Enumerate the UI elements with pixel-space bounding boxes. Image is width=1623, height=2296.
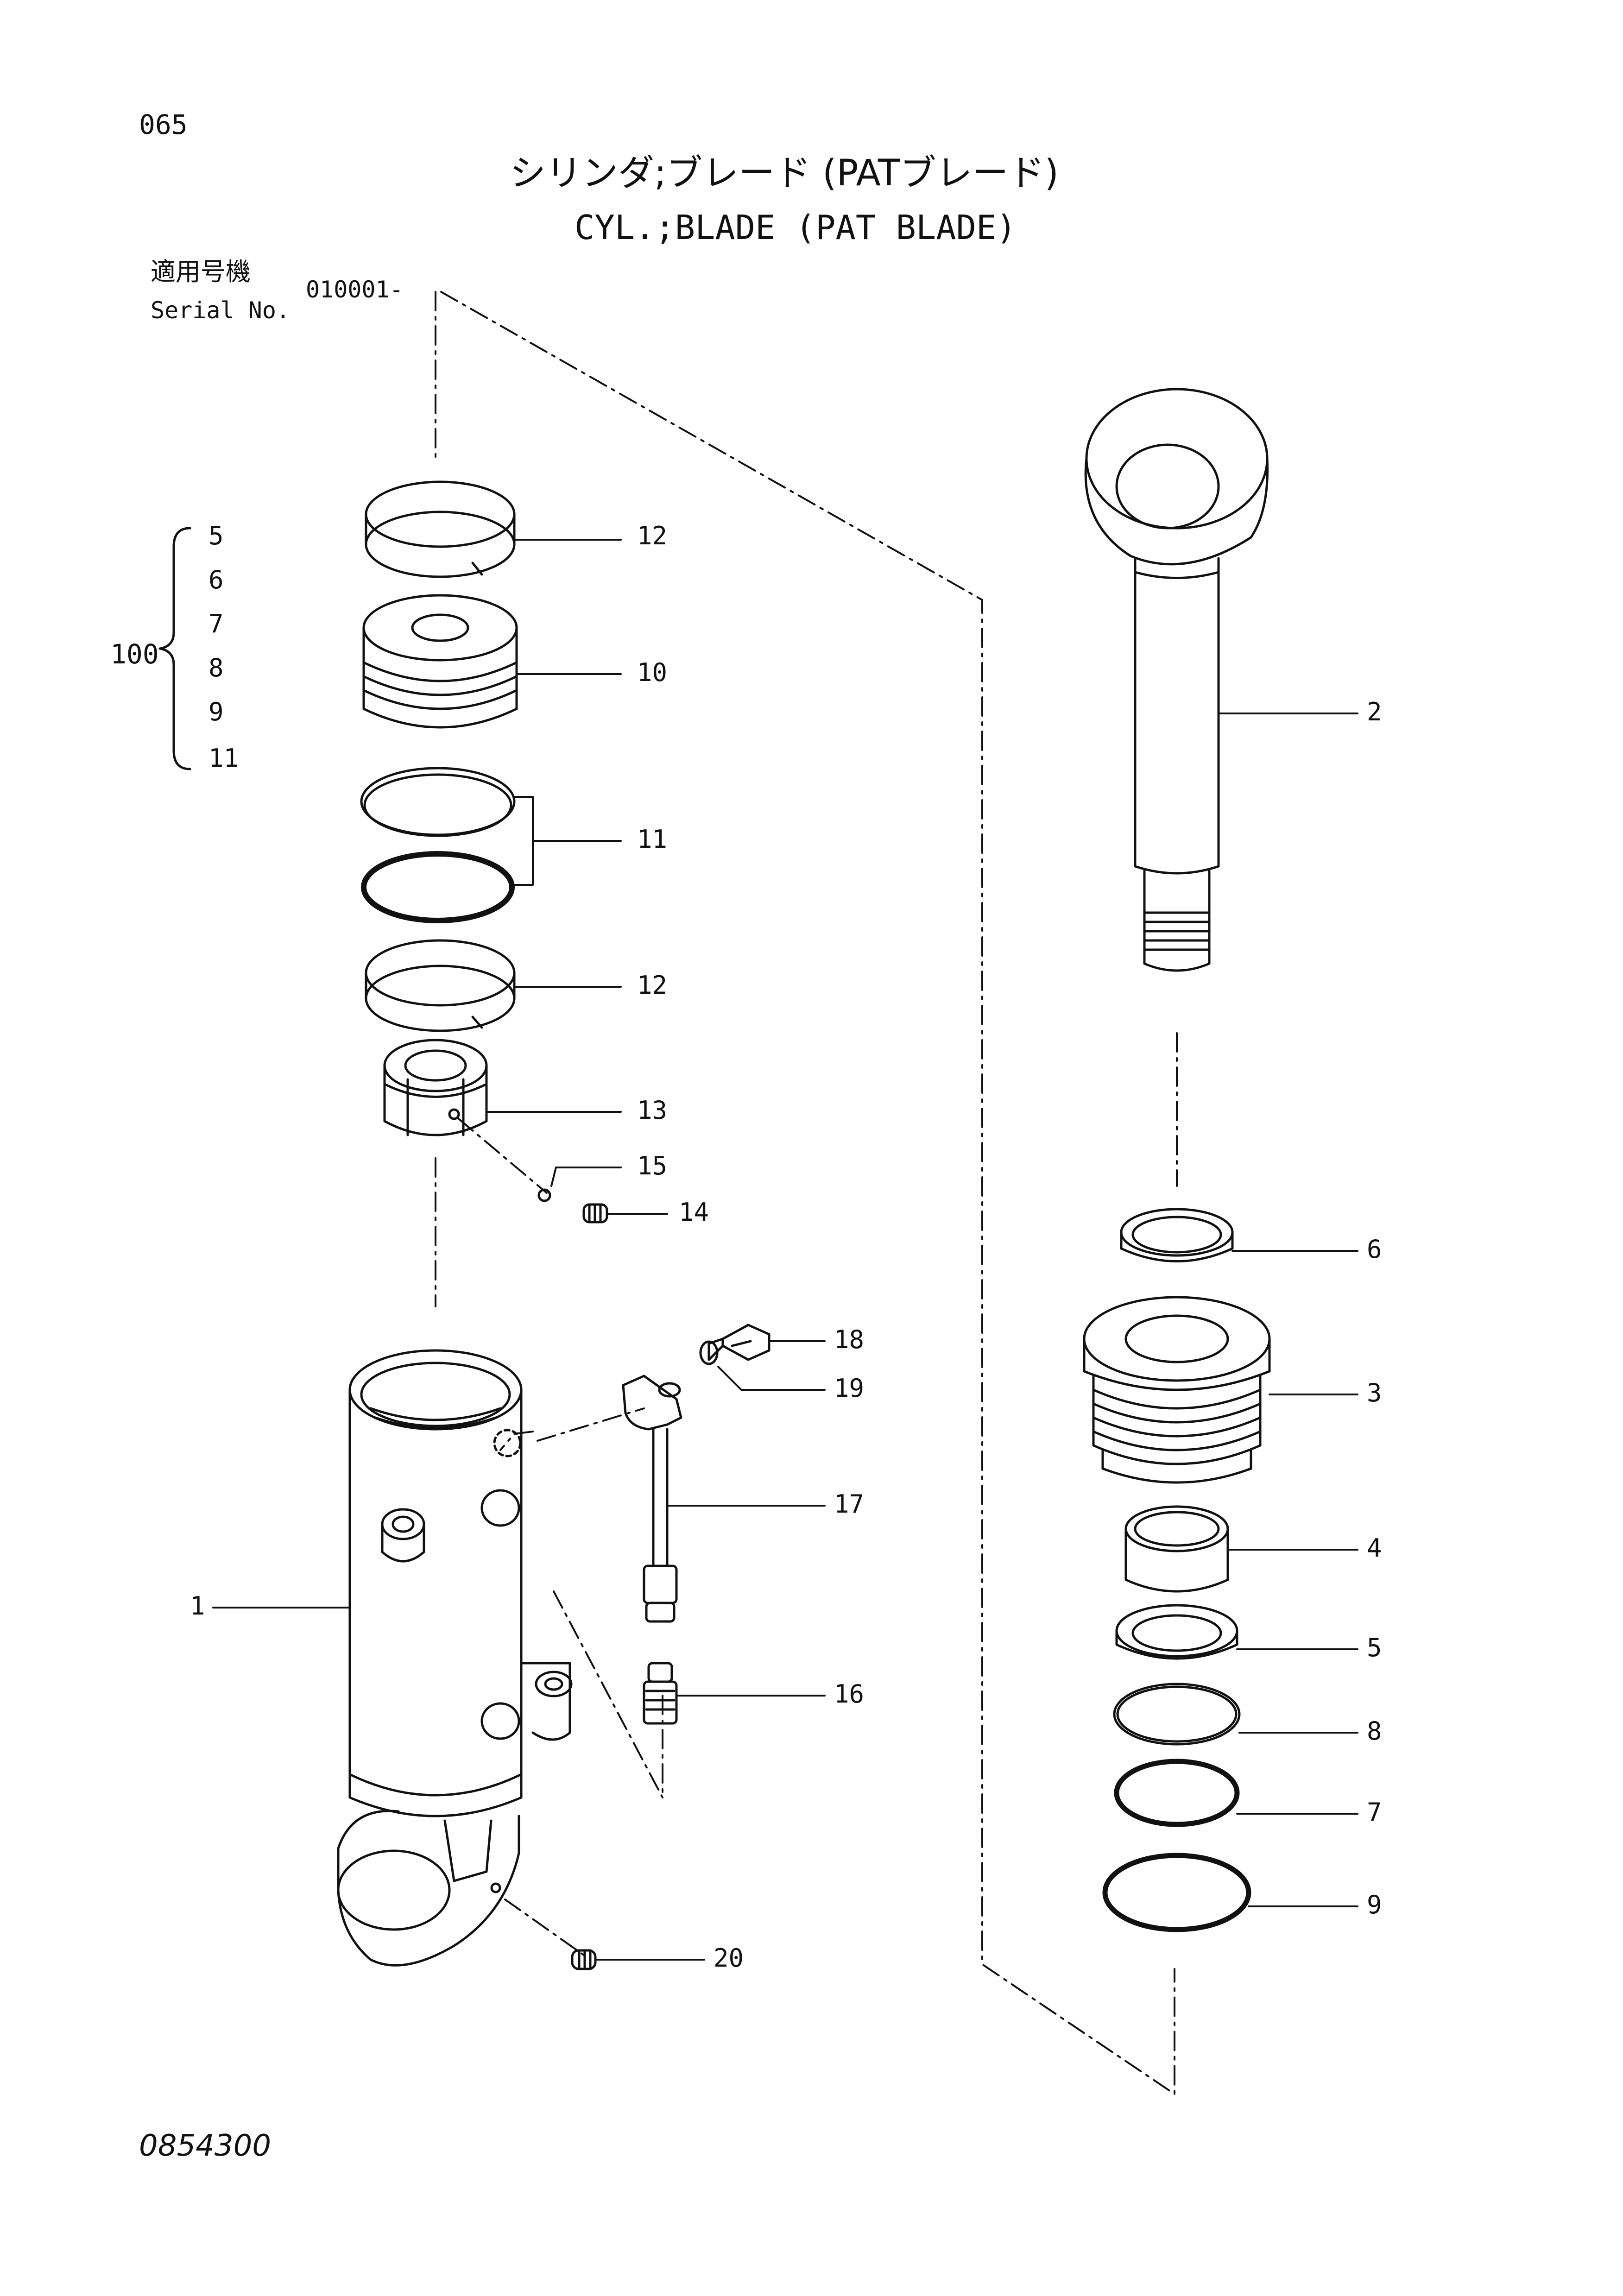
pipe-17 bbox=[622, 1375, 682, 1623]
callout-5: 5 bbox=[1367, 1633, 1382, 1662]
title-japanese: シリンダ;ブレード (PATブレード) bbox=[510, 152, 1059, 194]
kit-item: 5 bbox=[208, 521, 224, 550]
callout-12: 12 bbox=[637, 971, 668, 1000]
seal-ring-11-thin bbox=[360, 767, 516, 837]
piston-rod-2 bbox=[1084, 388, 1269, 972]
steel-ball-15 bbox=[537, 1188, 551, 1202]
seal-5 bbox=[1115, 1604, 1238, 1660]
kit-number: 100 bbox=[110, 638, 159, 670]
callout-1: 1 bbox=[190, 1591, 205, 1621]
callout-14: 14 bbox=[679, 1198, 709, 1227]
page-number: 065 bbox=[139, 109, 188, 140]
callout-3: 3 bbox=[1367, 1378, 1382, 1407]
callout-17: 17 bbox=[834, 1489, 865, 1519]
kit-item: 9 bbox=[208, 697, 224, 726]
wear-ring-12-top bbox=[365, 480, 516, 578]
wear-ring-12-bottom bbox=[365, 939, 516, 1032]
kit-item: 7 bbox=[208, 609, 224, 638]
kit-item: 8 bbox=[208, 653, 224, 682]
kit-brace bbox=[158, 527, 191, 770]
kit-item: 11 bbox=[208, 744, 239, 773]
serial-value: 010001- bbox=[306, 276, 404, 303]
callout-13: 13 bbox=[637, 1096, 668, 1125]
washer-19 bbox=[699, 1340, 719, 1365]
bolt-18 bbox=[707, 1324, 770, 1361]
cylinder-tube-1 bbox=[348, 1349, 573, 1817]
bushing-4 bbox=[1124, 1505, 1229, 1593]
callout-2: 2 bbox=[1367, 697, 1382, 726]
callout-11: 11 bbox=[637, 825, 668, 854]
cylinder-head-3 bbox=[1083, 1296, 1271, 1484]
leader-lines bbox=[212, 539, 1358, 1961]
serial-label-japanese: 適用号機 bbox=[151, 257, 251, 286]
drawing-number: 0854300 bbox=[139, 2129, 272, 2163]
assembly-lines bbox=[435, 291, 1178, 2095]
callout-15: 15 bbox=[637, 1151, 668, 1180]
fitting-16 bbox=[643, 1662, 678, 1725]
callout-4: 4 bbox=[1367, 1533, 1382, 1563]
serial-label-english: Serial No. bbox=[151, 297, 290, 324]
plug-20 bbox=[571, 1949, 597, 1970]
callout-18: 18 bbox=[834, 1325, 865, 1354]
o-ring-7 bbox=[1114, 1759, 1240, 1827]
seal-ring-11-thick bbox=[361, 851, 515, 923]
seal-6 bbox=[1120, 1208, 1234, 1262]
cylinder-eye bbox=[337, 1810, 520, 1967]
callout-12: 12 bbox=[637, 521, 668, 550]
nut-13 bbox=[383, 1039, 488, 1136]
backup-ring-9 bbox=[1102, 1853, 1251, 1932]
callout-16: 16 bbox=[834, 1679, 865, 1709]
title-english: CYL.;BLADE (PAT BLADE) bbox=[575, 208, 1017, 247]
ring-8 bbox=[1113, 1683, 1241, 1746]
piston-10 bbox=[362, 594, 518, 729]
callout-7: 7 bbox=[1367, 1798, 1382, 1827]
callout-20: 20 bbox=[714, 1943, 744, 1973]
kit-item: 6 bbox=[208, 565, 224, 594]
callout-10: 10 bbox=[637, 658, 668, 687]
callout-9: 9 bbox=[1367, 1890, 1382, 1919]
callout-8: 8 bbox=[1367, 1716, 1382, 1746]
callout-6: 6 bbox=[1367, 1235, 1382, 1264]
callout-19: 19 bbox=[834, 1374, 865, 1403]
set-screw-14 bbox=[582, 1203, 608, 1224]
